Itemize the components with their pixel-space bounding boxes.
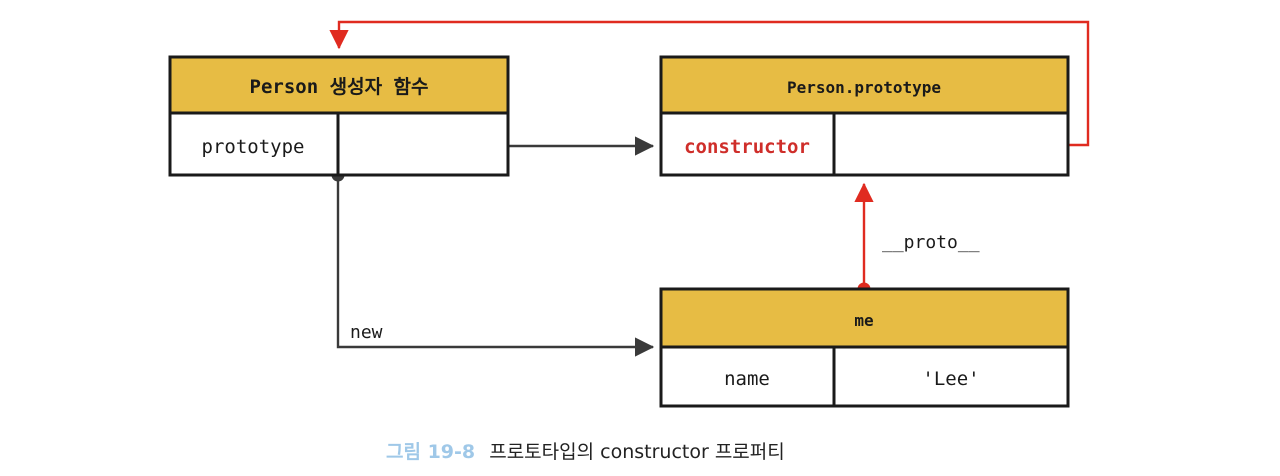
me-box-body [659,345,1070,408]
edge-new-to-me [331,168,655,357]
edge-label-new: new [350,322,383,343]
box-me-object: me name 'Lee' [659,287,1070,408]
me-box-header [659,287,1070,349]
person-box-title: Person 생성자 함수 [250,76,429,98]
person-prototype-row-key-constructor: constructor [684,136,810,158]
me-box-title: me [854,311,873,330]
edge-label-proto: __proto__ [882,232,980,253]
caption-line: 그림 19-8 프로토타입의 constructor 프로퍼티 [386,441,785,463]
caption-text: 프로토타입의 constructor 프로퍼티 [489,441,785,463]
box-person-prototype: Person.prototype constructor [659,55,1070,177]
person-prototype-box-body [659,111,1070,177]
me-row-key-name: name [724,368,770,390]
edge-proto-to-constructor [854,182,874,296]
caption-prefix: 그림 19-8 [386,441,475,463]
person-prototype-box-title: Person.prototype [787,78,941,97]
box-person-constructor-function: Person 생성자 함수 prototype [168,55,510,177]
figure-caption: 그림 19-8 프로토타입의 constructor 프로퍼티 [386,441,785,463]
person-row-key-prototype: prototype [202,136,305,158]
me-row-value-name: 'Lee' [922,368,979,390]
person-prototype-box-header [659,55,1070,115]
